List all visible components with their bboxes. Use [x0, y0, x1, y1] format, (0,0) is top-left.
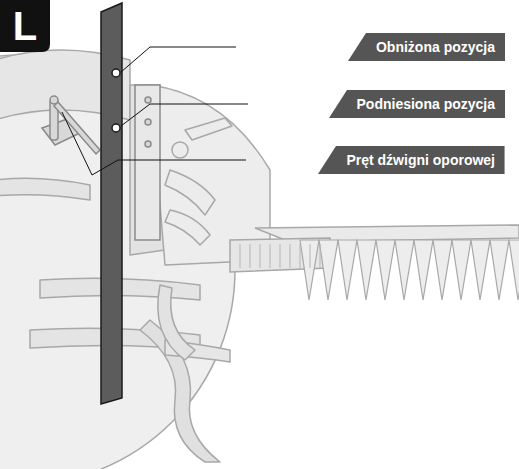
- tine-tooth: [300, 240, 319, 300]
- callout-banner: Obniżona pozycja: [348, 33, 505, 61]
- lowered-hole: [112, 69, 120, 77]
- grate-slat: [320, 244, 321, 268]
- raised-hole: [112, 124, 120, 132]
- grate-slat: [260, 244, 261, 268]
- banner-fill: [348, 33, 505, 61]
- grate-slat: [240, 244, 241, 268]
- grate-slat: [290, 244, 291, 268]
- figure-letter: L: [13, 6, 37, 46]
- banner-fill: [329, 90, 505, 118]
- tine-tooth: [490, 240, 509, 300]
- callout-banner: Pręt dźwigni oporowej: [318, 146, 505, 174]
- tine-tooth: [376, 240, 395, 300]
- figure-letter-tab: L: [0, 0, 50, 52]
- grate-slat: [270, 244, 271, 268]
- grate-slat: [250, 244, 251, 268]
- callout-label: Pręt dźwigni oporowej: [346, 146, 495, 174]
- tine-tooth: [338, 240, 357, 300]
- tine-tooth: [414, 240, 433, 300]
- tine-tooth: [471, 240, 490, 300]
- grate-slat: [280, 244, 281, 268]
- callout-banner: Podniesiona pozycja: [329, 90, 505, 118]
- resistance-lever-rod: [101, 3, 122, 404]
- callout-label: Obniżona pozycja: [376, 33, 495, 61]
- tab-fill: [0, 0, 50, 52]
- tine-tooth: [319, 240, 338, 300]
- tine-tooth: [433, 240, 452, 300]
- grate-slat: [300, 244, 301, 268]
- tine-tooth: [357, 240, 376, 300]
- leader-lines: [62, 47, 248, 175]
- callout-label: Podniesiona pozycja: [357, 90, 495, 118]
- tine-tooth: [509, 240, 519, 300]
- tine-tooth: [452, 240, 471, 300]
- grate-slat: [310, 244, 311, 268]
- banner-fill: [318, 146, 505, 174]
- tine-comb: [230, 225, 519, 300]
- tine-tooth: [395, 240, 414, 300]
